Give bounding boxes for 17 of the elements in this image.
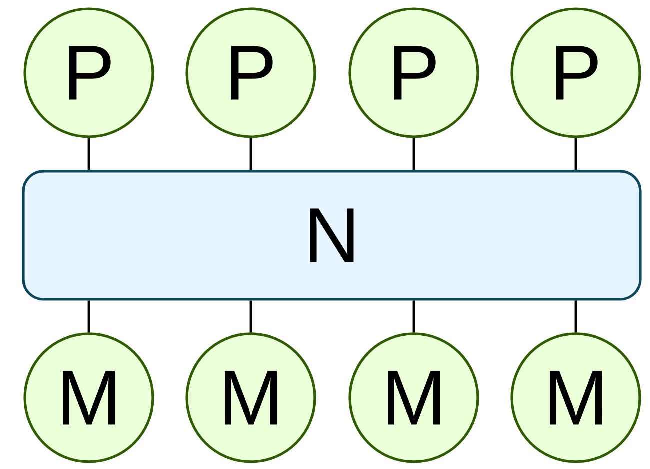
circle-node: P xyxy=(186,8,316,138)
connector-line xyxy=(250,300,252,333)
circle-node: M xyxy=(510,332,642,464)
connector-line xyxy=(250,138,252,170)
circle-node: M xyxy=(186,332,316,464)
rounded-box: N xyxy=(22,170,642,301)
connector-line xyxy=(88,300,90,333)
connector-line xyxy=(574,300,578,333)
connector-line xyxy=(412,138,416,170)
circle-node: P xyxy=(24,8,154,138)
circle-node: P xyxy=(348,8,480,138)
circle-node: M xyxy=(348,332,480,464)
connector-line xyxy=(412,300,416,333)
circle-node: M xyxy=(24,332,154,464)
connector-line xyxy=(88,138,90,170)
circle-node: P xyxy=(510,8,642,138)
connector-line xyxy=(574,138,578,170)
